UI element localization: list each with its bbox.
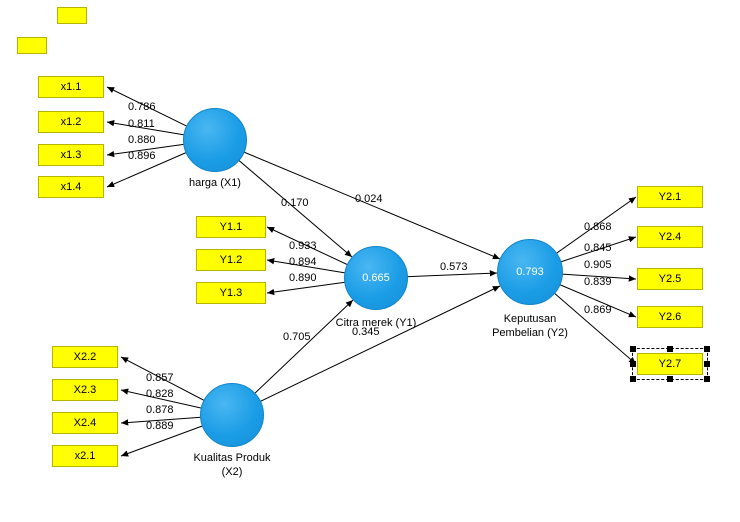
loading-x1-2: 0.811 bbox=[128, 118, 155, 130]
indicator-label: x1.3 bbox=[60, 149, 82, 161]
loading-y2-1: 0.868 bbox=[584, 221, 612, 233]
selection-handle-tc[interactable] bbox=[667, 346, 673, 352]
loading-x1-1: 0.786 bbox=[128, 101, 156, 113]
loading-y1-2: 0.894 bbox=[289, 256, 317, 268]
indicator-box-x1-1[interactable]: x1.1 bbox=[38, 76, 104, 98]
indicator-label: Y2.7 bbox=[658, 358, 682, 370]
indicator-box-y2-6[interactable]: Y2.6 bbox=[637, 306, 703, 328]
loading-x2-4: 0.878 bbox=[146, 404, 174, 416]
r-squared-value: 0.665 bbox=[362, 272, 390, 284]
indicator-label: x1.2 bbox=[60, 116, 82, 128]
r-squared-value: 0.793 bbox=[516, 266, 544, 278]
indicator-label: x1.1 bbox=[60, 81, 82, 93]
latent-label-line2: Pembelian (Y2) bbox=[492, 327, 568, 339]
path-coeff-kualitas-keputusan: 0.345 bbox=[352, 326, 380, 338]
selection-frame-y2-7[interactable] bbox=[630, 346, 710, 382]
indicator-label: Y2.6 bbox=[658, 311, 682, 323]
loading-y2-4: 0.845 bbox=[584, 242, 612, 254]
selection-handle-mr[interactable] bbox=[704, 361, 710, 367]
path-coeff-harga-keputusan: 0.024 bbox=[355, 193, 383, 205]
indicator-box-x2-3[interactable]: X2.3 bbox=[52, 379, 118, 401]
indicator-box-y2-5[interactable]: Y2.5 bbox=[637, 268, 703, 290]
indicator-label: X2.2 bbox=[73, 351, 97, 363]
loading-x1-4: 0.896 bbox=[128, 150, 156, 162]
loading-y2-5: 0.905 bbox=[584, 259, 612, 271]
indicator-label: x1.4 bbox=[60, 181, 82, 193]
arrow-harga-to-keputusan[interactable] bbox=[214, 139, 501, 260]
latent-label-citra: Citra merek (Y1) bbox=[335, 317, 417, 329]
indicator-label: Y2.4 bbox=[658, 231, 682, 243]
path-coeff-harga-citra: 0.170 bbox=[281, 197, 309, 209]
loading-x2-1: 0.889 bbox=[146, 420, 174, 432]
indicator-label: X2.3 bbox=[73, 384, 97, 396]
latent-circle-kualitas[interactable] bbox=[200, 383, 264, 447]
latent-circle-citra[interactable]: 0.665 bbox=[344, 246, 408, 310]
loading-x1-3: 0.880 bbox=[128, 134, 156, 146]
indicator-box-y2-7[interactable]: Y2.7 bbox=[637, 353, 703, 375]
indicator-box-y2-1[interactable]: Y2.1 bbox=[637, 186, 703, 208]
indicator-box-y1-3[interactable]: Y1.3 bbox=[196, 282, 266, 304]
path-coeff-citra-keputusan: 0.573 bbox=[440, 261, 468, 273]
loading-x2-3: 0.828 bbox=[146, 388, 174, 400]
selection-handle-ml[interactable] bbox=[630, 361, 636, 367]
loading-y1-1: 0.933 bbox=[289, 240, 317, 252]
indicator-box-x1-2[interactable]: x1.2 bbox=[38, 111, 104, 133]
selection-handle-tr[interactable] bbox=[704, 346, 710, 352]
indicator-label: Y1.1 bbox=[219, 221, 243, 233]
selection-handle-bc[interactable] bbox=[667, 376, 673, 382]
arrow-kualitas-to-keputusan[interactable] bbox=[231, 285, 501, 416]
loading-y2-6: 0.839 bbox=[584, 276, 612, 288]
latent-label-line2: (X2) bbox=[221, 466, 243, 478]
indicator-box-x1-4[interactable]: x1.4 bbox=[38, 176, 104, 198]
indicator-box-empty-2[interactable] bbox=[17, 37, 47, 54]
indicator-box-x2-4[interactable]: X2.4 bbox=[52, 412, 118, 434]
loading-x2-2: 0.857 bbox=[146, 372, 174, 384]
indicator-label: Y1.2 bbox=[219, 254, 243, 266]
indicator-box-x2-2[interactable]: X2.2 bbox=[52, 346, 118, 368]
latent-circle-harga[interactable] bbox=[183, 108, 247, 172]
latent-label-harga: harga (X1) bbox=[189, 177, 241, 189]
indicator-label: Y2.1 bbox=[658, 191, 682, 203]
indicator-box-y1-1[interactable]: Y1.1 bbox=[196, 216, 266, 238]
indicator-label: Y2.5 bbox=[658, 273, 682, 285]
latent-label-line1: Kualitas Produk bbox=[193, 452, 271, 464]
latent-label-line1: Keputusan bbox=[503, 313, 557, 325]
indicator-label: X2.4 bbox=[73, 417, 97, 429]
indicator-box-y2-4[interactable]: Y2.4 bbox=[637, 226, 703, 248]
latent-label-keputusan: Keputusan Pembelian (Y2) bbox=[470, 312, 590, 340]
indicator-box-empty-1[interactable] bbox=[57, 7, 87, 24]
loading-y2-7: 0.869 bbox=[584, 304, 612, 316]
indicator-box-y1-2[interactable]: Y1.2 bbox=[196, 249, 266, 271]
latent-label-kualitas: Kualitas Produk (X2) bbox=[172, 451, 292, 479]
indicator-label: x2.1 bbox=[74, 450, 96, 462]
loading-y1-3: 0.890 bbox=[289, 272, 317, 284]
latent-circle-keputusan[interactable]: 0.793 bbox=[497, 239, 563, 305]
indicator-box-x2-1[interactable]: x2.1 bbox=[52, 445, 118, 467]
path-coeff-kualitas-citra: 0.705 bbox=[283, 331, 311, 343]
indicator-label: Y1.3 bbox=[219, 287, 243, 299]
selection-handle-tl[interactable] bbox=[630, 346, 636, 352]
selection-handle-bl[interactable] bbox=[630, 376, 636, 382]
indicator-box-x1-3[interactable]: x1.3 bbox=[38, 144, 104, 166]
selection-handle-br[interactable] bbox=[704, 376, 710, 382]
